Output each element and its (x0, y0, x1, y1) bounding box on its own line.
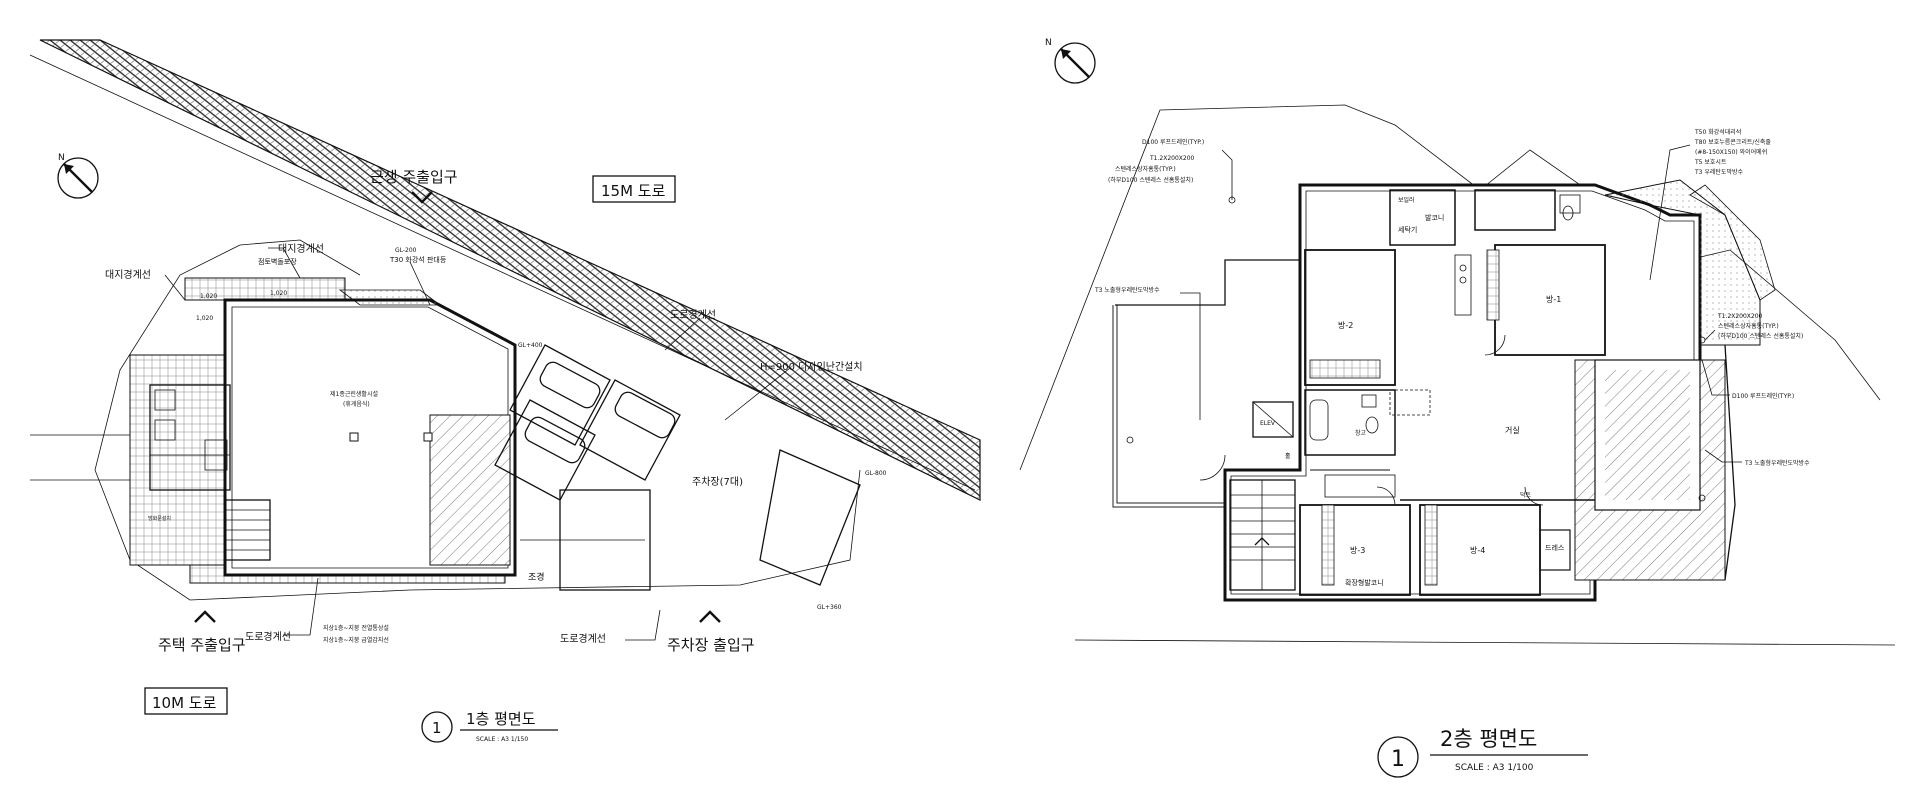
plan1-note-bottom-2: 지상1층~지붕 급열감지선 (323, 636, 389, 644)
plan1-landscape-label: 조경 (528, 571, 545, 583)
plan2-north-arrow-icon: N (1045, 38, 1096, 84)
plan1-note-top: T30 화강석 판대등 (389, 255, 447, 264)
plan2-title-block: 1 2층 평면도 SCALE : A3 1/100 (1377, 727, 1588, 778)
plan2-boiler: 보일러 (1398, 196, 1415, 204)
plan2-note-right-drain: D100 루프드레인(TYP.) (1732, 392, 1794, 400)
plan1-title-number-circle (421, 711, 453, 743)
plan1-road-edge (29, 54, 976, 491)
plan2-room-2: 방-2 (1338, 320, 1353, 330)
plan2-title-number-circle (1377, 736, 1419, 778)
plan2-room-1: 방-1 (1546, 294, 1561, 304)
plan1-gl-top: GL-200 (395, 247, 417, 254)
plan2-note-left-1: D100 루프드레인(TYP.) (1142, 138, 1204, 146)
plan2-storage: 창고 (1355, 429, 1367, 437)
plan1-boundary-road-bottom-right: 도로경계선 (560, 632, 606, 645)
plan1-road-15m-paving (39, 39, 981, 501)
plan2-note-right-mid-1: T1.2X200X200 (1717, 313, 1763, 320)
plan1-north-arrow-icon: N (57, 153, 99, 199)
plan1-road-15m-label: 15M 도로 (601, 182, 666, 200)
plan1-entrance-commercial-icon (411, 191, 433, 204)
plan2-hall: 홀 (1285, 452, 1291, 460)
plan2-room-4: 방-4 (1470, 545, 1485, 555)
plan1-side-path (129, 354, 226, 566)
plan1-gl-mid: GL+400 (518, 342, 543, 349)
plan2-room-3: 방-3 (1350, 545, 1365, 555)
plan1-wc-core (149, 384, 231, 491)
plan2-interior-walls (1299, 189, 1606, 596)
plan2-title: 2층 평면도 (1440, 727, 1537, 751)
plan1-entrance-commercial-label: 근생 주출입구 (370, 168, 458, 186)
plan2-living-room: 거실 (1505, 425, 1520, 435)
plan2-note-right-2: T80 보호누름콘크리트/신축줄 (1694, 138, 1771, 146)
plan2-balcony: 발코니 (1425, 213, 1444, 222)
plan2-note-right-5: T3 우레탄도막방수 (1694, 168, 1744, 176)
plan2-stair (1229, 479, 1296, 591)
plan2-washer: 세탁기 (1398, 225, 1417, 234)
plan2-bathtub (1309, 399, 1329, 441)
plan2-duct: 덕트 (1520, 492, 1532, 499)
plan1-entrance-parking-label: 주차장 출입구 (667, 636, 755, 654)
plan2-note-right-mid-3: (하부D100 스텐레스 선홈통설치) (1718, 332, 1803, 340)
plan2-note-left-2: T1.2X200X200 (1149, 155, 1195, 162)
plan2-elevator (1252, 401, 1294, 438)
plan2-note-right-4: T5 보호시트 (1694, 159, 1727, 166)
plan2-note-left-3: 스텐레스상자홈통(TYP.) (1115, 165, 1176, 173)
plan1-title: 1층 평면도 (466, 710, 536, 728)
plan2-site-outline (1019, 104, 1881, 471)
plan2-note-right-3: (#8-150X150) 와이어메쉬 (1695, 148, 1767, 156)
plan2-dining-table (1389, 389, 1431, 416)
plan1-dim-c: 1,020 (270, 290, 287, 297)
plan2-note-left-roof: T3 노출형우레탄도막방수 (1094, 286, 1160, 294)
plan1-road-15m-box (592, 175, 676, 203)
plan1-note-bottom-1: 지상1층~지붕 전열통상설 (323, 624, 389, 632)
plan1-floor-1: N (29, 39, 981, 743)
plan1-title-block: 1 1층 평면도 SCALE : A3 1/150 (421, 710, 558, 743)
plan1-gl-right: GL-800 (865, 470, 887, 477)
plan1-road-10m-label: 10M 도로 (152, 694, 217, 712)
plan1-entrance-house-icon (194, 610, 216, 623)
plan1-title-number: 1 (432, 719, 442, 737)
plan1-road-10m-box (144, 687, 228, 715)
plan1-stair (224, 499, 271, 561)
plan1-boundary-site-top: 대지경계선 (278, 242, 324, 255)
plan1-facility-label: 제1종근린생활시설 (330, 390, 378, 398)
plan1-north-label: N (58, 153, 65, 163)
plan2-note-right-roof: T3 노출형우레탄도막방수 (1744, 459, 1810, 467)
plan2-dressroom: 드레스 (1545, 543, 1565, 552)
plan1-dim-b: 1,020 (196, 315, 213, 322)
plan2-kitchen-counter (1454, 254, 1472, 316)
plan1-facility-sub: (휴게음식) (343, 400, 370, 408)
plan1-site-boundary (94, 244, 861, 601)
plan1-boundary-road-right: 도로경계선 (670, 308, 716, 321)
plan1-parking-label: 주차장(7대) (692, 476, 743, 488)
plan1-parking-spaces (494, 344, 861, 591)
plan1-railing-note: H=900 디자인난간설치 (760, 361, 863, 373)
plan1-entrance-parking-icon (699, 610, 721, 623)
plan1-hatched-zone (429, 414, 511, 566)
plan1-gl-bottom: GL+360 (817, 604, 842, 611)
plan1-entrance-house-label: 주택 주출입구 (158, 636, 246, 654)
plan1-scale: SCALE : A3 1/150 (476, 736, 528, 743)
plan2-scale: SCALE : A3 1/100 (1455, 763, 1534, 773)
plan1-boundary-site-left: 대지경계선 (105, 268, 151, 281)
plan2-note-left-4: (하부D100 스텐레스 선홈통설치) (1108, 176, 1193, 184)
plan2-floor-2: N (1019, 38, 1896, 778)
plan1-note-sidewalk: 점토벽돌포장 (258, 257, 297, 266)
plan2-expanded-balcony: 확장형발코니 (1345, 578, 1384, 587)
plan2-note-right-mid-2: 스텐레스상자홈통(TYP.) (1718, 322, 1779, 330)
plan1-stair-note: 방화문설치 (148, 515, 171, 522)
plan2-title-number: 1 (1391, 747, 1405, 772)
plan2-elev-label: ELEV (1260, 420, 1276, 427)
plan1-boundary-road-bottom-left: 도로경계선 (245, 630, 291, 643)
plan2-north-label: N (1045, 38, 1052, 48)
plan1-dim-a: 1,020 (200, 293, 217, 300)
plan2-note-right-1: T50 화강석대리석 (1694, 128, 1741, 136)
